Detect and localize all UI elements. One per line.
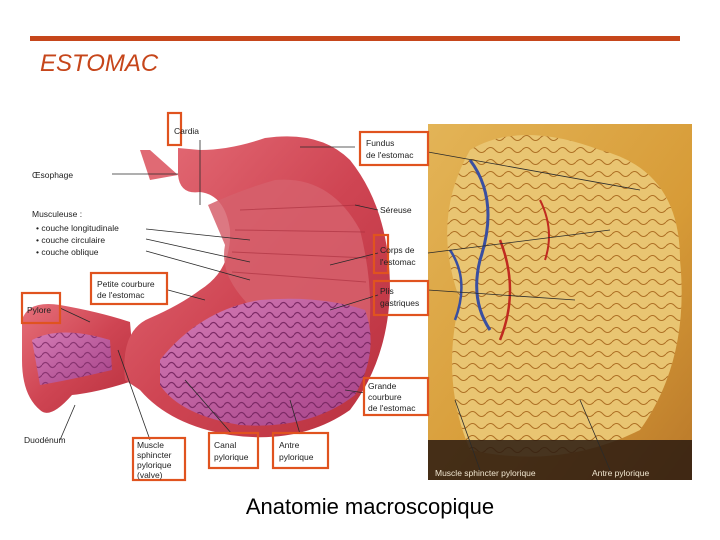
label-corps-1: Corps de	[380, 245, 415, 255]
label-plis-2: gastriques	[380, 298, 419, 308]
box-fundus	[358, 130, 430, 167]
label-corps-2: l'estomac	[380, 257, 416, 267]
box-corps	[372, 233, 390, 275]
label-canal-pylorique-2: pylorique	[214, 452, 249, 462]
box-pylore	[20, 291, 62, 325]
anatomy-labels: Cardia Œsophage Musculeuse : • couche lo…	[24, 126, 649, 480]
label-duodenum: Duodénum	[24, 435, 66, 445]
label-couche-circulaire: • couche circulaire	[36, 235, 105, 245]
box-grande-courbure	[362, 376, 430, 417]
box-canal-pylorique	[207, 431, 260, 470]
photo-vessel-blue	[468, 159, 492, 331]
highlight-boxes	[20, 111, 430, 482]
label-antre-pylorique-2: pylorique	[279, 452, 314, 462]
box-plis	[372, 279, 430, 317]
label-canal-pylorique-1: Canal	[214, 440, 236, 450]
label-petite-courbure-1: Petite courbure	[97, 279, 155, 289]
leader-lines	[59, 140, 641, 471]
duodenum-drawing	[22, 304, 135, 413]
box-antre-pylorique	[271, 431, 330, 470]
label-muscle-sphincter-3: pylorique	[137, 460, 172, 470]
title-rule	[30, 36, 680, 41]
label-cardia: Cardia	[174, 126, 199, 136]
label-fundus-2: de l'estomac	[366, 150, 414, 160]
box-muscle-sphincter	[131, 436, 187, 482]
label-grande-courbure-1: Grande	[368, 381, 397, 391]
label-grande-courbure-2: courbure	[368, 392, 402, 402]
slide-title: ESTOMAC	[40, 50, 159, 77]
photo-vessel-red	[498, 239, 512, 341]
box-petite-courbure	[89, 271, 169, 306]
slide-caption: Anatomie macroscopique	[245, 494, 495, 519]
oesophagus	[140, 150, 178, 180]
label-couche-longitudinale: • couche longitudinale	[36, 223, 119, 233]
label-plis-1: Plis	[380, 286, 394, 296]
label-couche-oblique: • couche oblique	[36, 247, 99, 257]
label-photo-muscle-sphincter: Muscle sphincter pylorique	[435, 468, 536, 478]
box-cardia	[166, 111, 183, 147]
label-grande-courbure-3: de l'estomac	[368, 403, 416, 413]
label-musculeuse: Musculeuse :	[32, 209, 82, 219]
label-oesophage: Œsophage	[32, 170, 73, 180]
label-muscle-sphincter-1: Muscle	[137, 440, 164, 450]
label-petite-courbure-2: de l'estomac	[97, 290, 145, 300]
label-muscle-sphincter-4: (valve)	[137, 470, 163, 480]
label-sereuse: Séreuse	[380, 205, 412, 215]
label-antre-pylorique-1: Antre	[279, 440, 300, 450]
stomach-drawing	[124, 136, 391, 438]
label-photo-antre-pylorique: Antre pylorique	[592, 468, 649, 478]
dissection-photo	[428, 124, 692, 480]
label-muscle-sphincter-2: sphincter	[137, 450, 172, 460]
label-pylore: Pylore	[27, 305, 51, 315]
label-fundus-1: Fundus	[366, 138, 394, 148]
